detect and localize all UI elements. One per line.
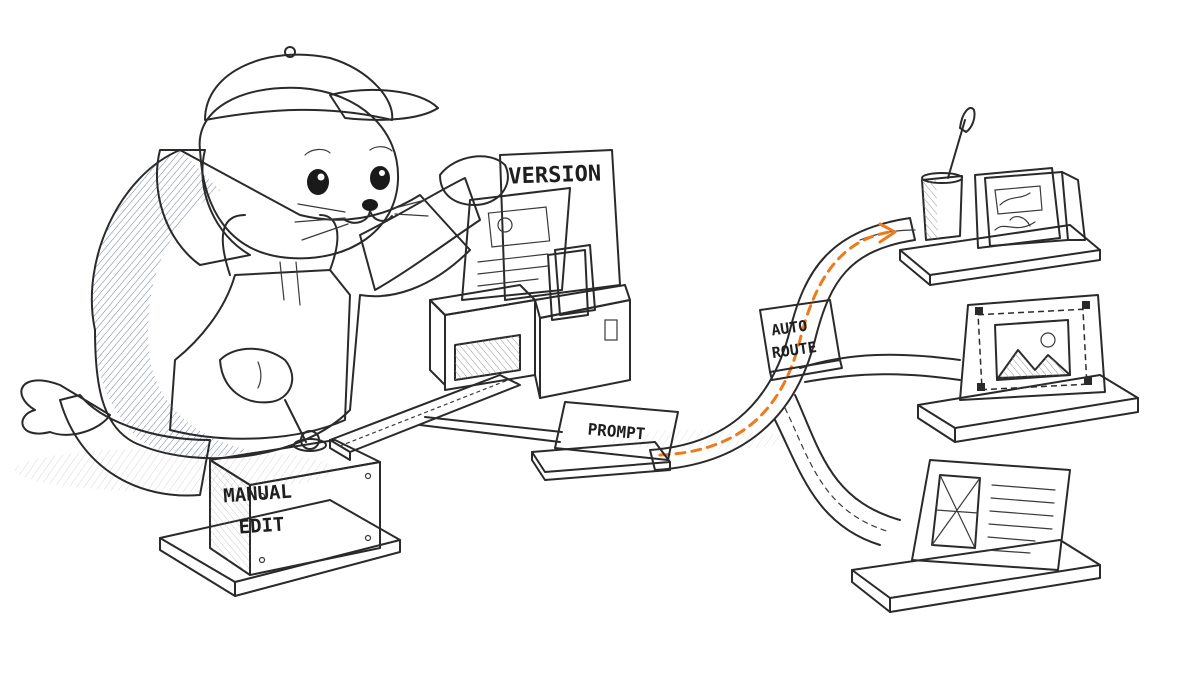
printer-machine — [429, 149, 631, 399]
version-label: VERSION — [508, 161, 602, 189]
auto-route-label-line2: ROUTE — [771, 338, 818, 362]
landscape-photo-icon — [975, 301, 1092, 391]
manual-edit-label-line1: MANUAL — [223, 481, 293, 508]
manual-edit-label-line2: EDIT — [238, 513, 285, 538]
manual-edit-station — [159, 399, 401, 597]
ground-shadows — [15, 430, 790, 492]
auto-route-label-line1: AUTO — [770, 317, 808, 340]
paintbrush-cup-icon — [921, 107, 976, 241]
prompt-station — [531, 401, 679, 481]
sketch-card-icon — [974, 167, 1086, 249]
orange-route-arrow — [658, 222, 897, 457]
seal-mascot-icon — [20, 46, 509, 497]
output-photo-station — [917, 294, 1139, 443]
conveyor-rail — [329, 374, 521, 461]
output-sketch-station — [899, 107, 1101, 286]
layout-document-icon — [911, 459, 1071, 571]
output-layout-station — [851, 459, 1101, 613]
prompt-label: PROMPT — [587, 420, 646, 444]
auto-route-station — [759, 299, 843, 381]
